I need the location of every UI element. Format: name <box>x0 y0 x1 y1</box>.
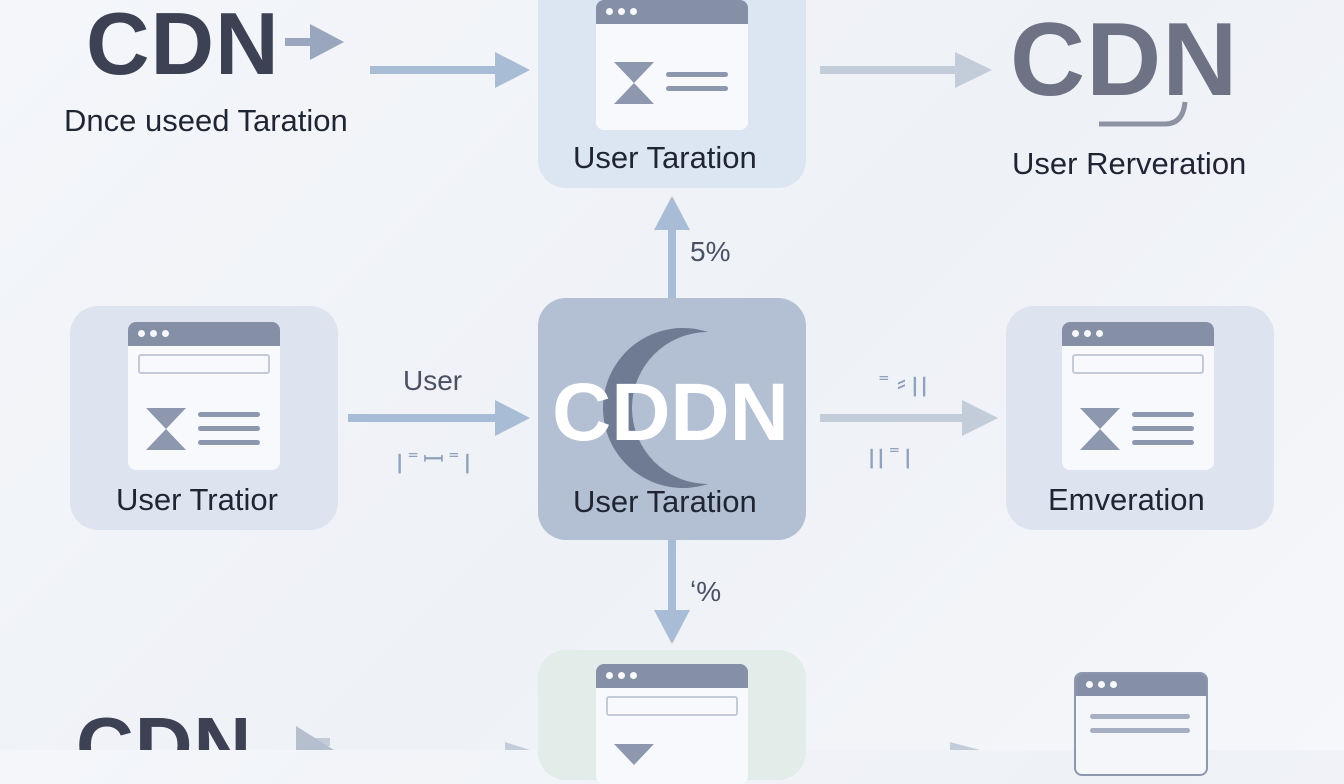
mid-center-cdn-logo: CDDN <box>552 367 789 458</box>
swoosh-icon <box>1099 101 1188 127</box>
crescent-moon-icon <box>603 328 708 488</box>
hourglass-icon <box>146 408 186 450</box>
top-left-cdn-logo: CDN <box>86 0 280 93</box>
node-mid-left[interactable]: User Tratior <box>70 306 338 530</box>
edge-up-percent: 5% <box>690 236 731 267</box>
hourglass-icon <box>614 744 654 765</box>
top-left-caption: Dnce useed Taration <box>64 103 348 138</box>
connector-arrows <box>285 24 998 750</box>
node-mid-right-label: Emveration <box>1048 482 1205 517</box>
edge-right-glyphs-top: ⁼⸗ꞁꞁ <box>876 368 930 398</box>
hourglass-icon <box>614 62 654 104</box>
bottom-left-cdn-logo: CDN <box>76 706 252 750</box>
node-mid-center-label: User Taration <box>573 484 757 519</box>
edge-right-glyphs-bottom: ꞁꞁ⁼ꞁ <box>868 440 914 470</box>
browser-window-icon <box>596 664 748 784</box>
edge-left-glyphs: ꞁ⁼ꟷ⁼ꞁ <box>396 445 473 475</box>
edge-down-percent: ʻ% <box>690 576 722 607</box>
bottom-left-arrow-icon <box>296 726 334 750</box>
hourglass-icon <box>1080 408 1120 450</box>
node-mid-left-label: User Tratior <box>116 482 278 517</box>
node-mid-center[interactable]: CDDN User Taration <box>538 298 806 540</box>
top-right-cdn-logo: CDN <box>1010 2 1239 118</box>
edge-left-label: User <box>403 365 463 396</box>
browser-window-icon <box>596 0 748 130</box>
node-bottom-center[interactable] <box>538 650 806 784</box>
browser-window-icon <box>1062 322 1214 470</box>
browser-window-icon <box>128 322 280 470</box>
node-top-center[interactable]: User Taration <box>538 0 806 188</box>
node-top-center-label: User Taration <box>573 140 757 175</box>
node-mid-right[interactable]: Emveration <box>1006 306 1274 530</box>
top-right-caption: User Rerveration <box>1012 146 1247 181</box>
bottom-right-browser-window-icon <box>1074 672 1208 776</box>
